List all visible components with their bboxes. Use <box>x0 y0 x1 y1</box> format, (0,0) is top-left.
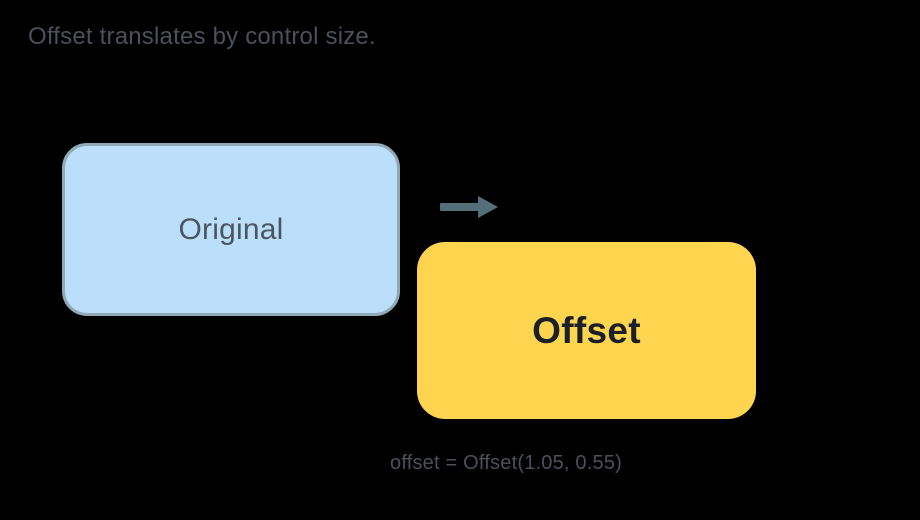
offset-control-label: Offset <box>532 309 641 351</box>
offset-control-box: Offset <box>417 242 756 419</box>
offset-code-caption: offset = Offset(1.05, 0.55) <box>390 452 623 474</box>
original-control-label: Original <box>178 212 284 246</box>
original-control-box: Original <box>62 143 400 316</box>
arrow-right-icon <box>434 188 504 226</box>
page-title: Offset translates by control size. <box>28 23 376 50</box>
